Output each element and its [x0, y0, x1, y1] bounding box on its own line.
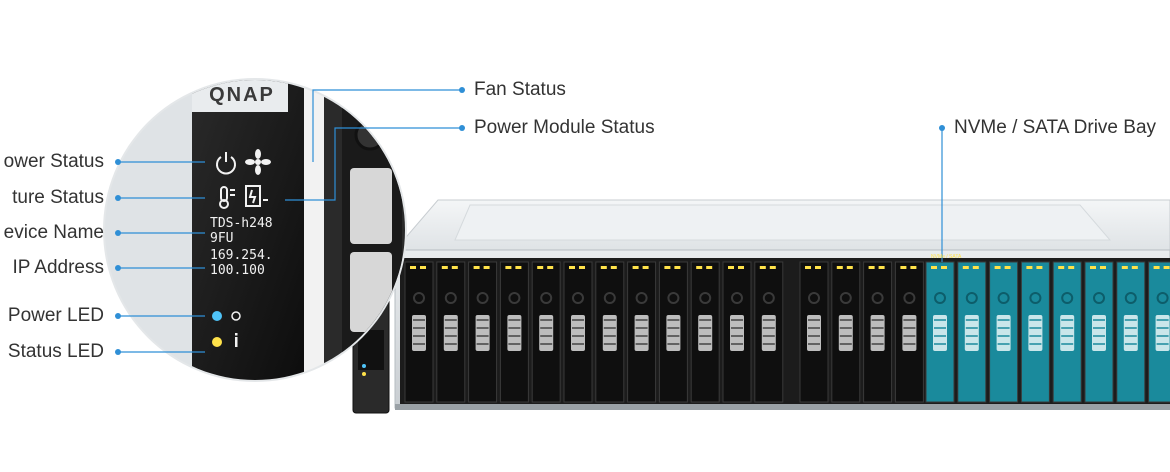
status-led-icon: [212, 337, 222, 347]
drive-bay: [754, 261, 784, 403]
lcd-ip-line1: 169.254.: [210, 248, 273, 263]
drive-bay: [925, 261, 955, 403]
fan-status-icon: [245, 149, 271, 175]
drive-bay: [531, 261, 561, 403]
drive-bay: [957, 261, 987, 403]
info-icon: [235, 333, 238, 347]
power-module-status-icon: [245, 185, 268, 207]
drive-bay: [404, 261, 434, 403]
bay-strip-label: NVMe / SATA: [931, 254, 962, 260]
drive-bay: [436, 261, 466, 403]
device-name-dot: [115, 230, 121, 236]
power-led-dot: [115, 313, 121, 319]
chassis-top: [393, 199, 1170, 251]
magnified-panel: [103, 78, 407, 382]
fan-status-label: Fan Status: [474, 79, 566, 100]
brand-logo: QNAP: [209, 84, 275, 106]
power-status-dot: [115, 159, 121, 165]
drive-bay: [1052, 261, 1082, 403]
callout-lines: [118, 89, 943, 353]
power-module-dot: [459, 125, 465, 131]
drive-bay: [799, 261, 829, 403]
power-status-label: ower Status: [3, 151, 104, 172]
drive-bay: [499, 261, 529, 403]
drive-bays: [404, 261, 1170, 403]
power-led-symbol-icon: [231, 311, 241, 321]
drive-bay: [989, 261, 1019, 403]
drive-bay: [1084, 261, 1114, 403]
drive-bay: [722, 261, 752, 403]
lcd-device-name: TDS-h248: [210, 216, 273, 231]
lcd-device-name-2: 9FU: [210, 231, 234, 246]
drive-bay: [894, 261, 924, 403]
drive-bay: [1148, 261, 1170, 403]
status-led-dot: [115, 349, 121, 355]
power-module-status-label: Power Module Status: [474, 117, 655, 138]
lcd-ip-line2: 100.100: [210, 263, 265, 278]
drive-bay: [595, 261, 625, 403]
drive-bay: [690, 261, 720, 403]
drive-bay: [627, 261, 657, 403]
power-led-icon: [212, 311, 222, 321]
temperature-status-dot: [115, 195, 121, 201]
drive-bay: [831, 261, 861, 403]
temperature-status-label: ture Status: [12, 187, 104, 208]
status-led-label: Status LED: [7, 341, 104, 362]
drive-bay: [468, 261, 498, 403]
device-name-label: evice Name: [3, 222, 104, 243]
drive-bay: [658, 261, 688, 403]
drive-bay: [1020, 261, 1050, 403]
drive-bay: [863, 261, 893, 403]
power-led-label: Power LED: [7, 305, 104, 326]
drive-bay: [563, 261, 593, 403]
ip-address-dot: [115, 265, 121, 271]
power-status-icon: [216, 152, 236, 175]
drive-bay: [1116, 261, 1146, 403]
drive-bay-dot: [939, 125, 945, 131]
fan-status-dot: [459, 87, 465, 93]
temperature-status-icon: [219, 186, 235, 209]
drive-bay-label: NVMe / SATA Drive Bay: [954, 117, 1157, 138]
ip-address-label: IP Address: [12, 257, 104, 278]
